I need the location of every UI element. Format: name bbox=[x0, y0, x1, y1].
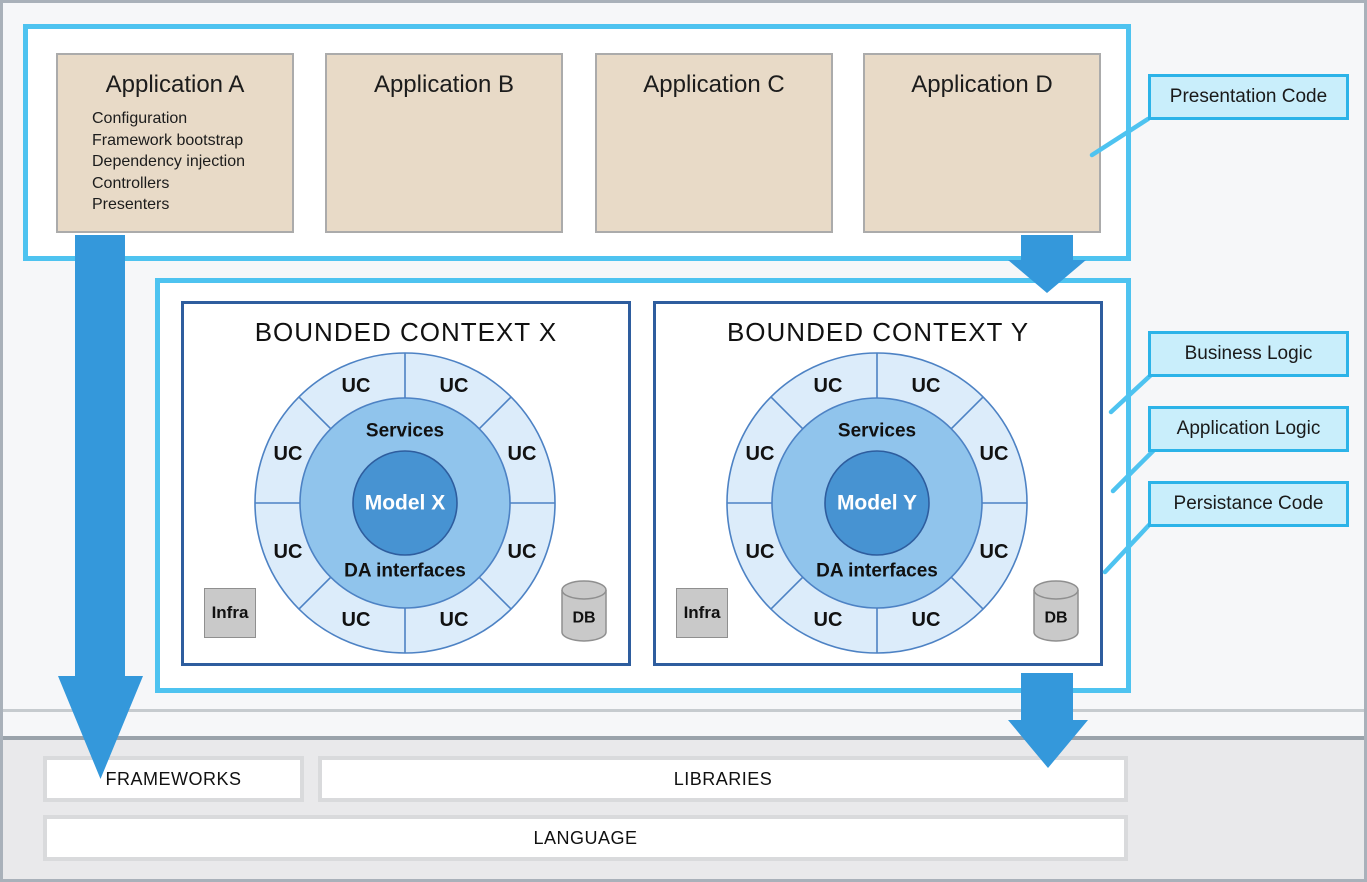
model-core bbox=[824, 450, 930, 556]
application-d-box: Application D bbox=[863, 53, 1101, 233]
uc-segment-label: UC bbox=[980, 541, 1009, 563]
db-label: DB bbox=[572, 610, 595, 627]
persistance-code-label: Persistance Code bbox=[1148, 481, 1349, 527]
bounded-context-x-box: BOUNDED CONTEXT X UC UC UC UC UC UC UC U bbox=[181, 301, 631, 666]
application-b-box: Application B bbox=[325, 53, 563, 233]
infra-box-x: Infra bbox=[204, 588, 256, 638]
uc-segment-label: UC bbox=[274, 443, 303, 465]
frameworks-box: FRAMEWORKS bbox=[43, 756, 304, 802]
use-case-dividers bbox=[255, 353, 555, 653]
application-a-box: Application A Configuration Framework bo… bbox=[56, 53, 294, 233]
bounded-context-x-title: BOUNDED CONTEXT X bbox=[254, 317, 558, 347]
libraries-box: LIBRARIES bbox=[318, 756, 1128, 802]
services-label: Services bbox=[838, 421, 916, 442]
infra-box-y: Infra bbox=[676, 588, 728, 638]
uc-segment-label: UC bbox=[342, 375, 371, 397]
uc-segment-label: UC bbox=[980, 443, 1009, 465]
uc-segment-label: UC bbox=[746, 541, 775, 563]
model-y-label: Model Y bbox=[837, 492, 917, 515]
uc-segment-label: UC bbox=[508, 443, 537, 465]
uc-segment-label: UC bbox=[814, 609, 843, 631]
app-a-item: Presenters bbox=[92, 196, 170, 213]
uc-segment-label: UC bbox=[440, 609, 469, 631]
uc-segment-label: UC bbox=[440, 375, 469, 397]
app-a-item: Dependency injection bbox=[92, 153, 245, 170]
application-c-box: Application C bbox=[595, 53, 833, 233]
uc-segment-label: UC bbox=[342, 609, 371, 631]
da-interfaces-label: DA interfaces bbox=[344, 561, 466, 582]
app-a-item: Framework bootstrap bbox=[92, 131, 244, 149]
uc-segment-label: UC bbox=[508, 541, 537, 563]
language-box: LANGUAGE bbox=[43, 815, 1128, 861]
database-cylinder-icon: DB bbox=[1033, 580, 1079, 642]
use-case-dividers bbox=[727, 353, 1027, 653]
business-logic-label: Business Logic bbox=[1148, 331, 1349, 377]
da-interfaces-label: DA interfaces bbox=[816, 561, 938, 582]
uc-segment-label: UC bbox=[814, 375, 843, 397]
database-cylinder-icon: DB bbox=[561, 580, 607, 642]
uc-segment-label: UC bbox=[912, 375, 941, 397]
application-a-title: Application A bbox=[105, 71, 245, 98]
uc-segment-label: UC bbox=[746, 443, 775, 465]
app-a-item: Controllers bbox=[92, 174, 170, 192]
presentation-code-label: Presentation Code bbox=[1148, 74, 1349, 120]
uc-segment-label: UC bbox=[274, 541, 303, 563]
model-x-label: Model X bbox=[365, 492, 446, 515]
application-b-title: Application B bbox=[373, 71, 515, 98]
arrow-presentation-to-frameworks bbox=[58, 235, 143, 779]
bounded-context-y-title: BOUNDED CONTEXT Y bbox=[726, 317, 1030, 347]
services-label: Services bbox=[366, 421, 444, 442]
model-core bbox=[352, 450, 458, 556]
onion-diagram-x: UC UC UC UC UC UC UC UC Services DA inte… bbox=[254, 352, 556, 654]
uc-segment-label: UC bbox=[912, 609, 941, 631]
application-c-title: Application C bbox=[643, 71, 785, 98]
presentation-layer-container: Application A Configuration Framework bo… bbox=[23, 24, 1131, 261]
application-logic-label: Application Logic bbox=[1148, 406, 1349, 452]
db-label: DB bbox=[1044, 610, 1067, 627]
app-a-item: Configuration bbox=[92, 110, 188, 127]
section-divider bbox=[3, 709, 1364, 712]
bounded-context-y-box: BOUNDED CONTEXT Y UC UC UC UC UC UC UC U bbox=[653, 301, 1103, 666]
application-a-contents: Configuration Framework bootstrap Depend… bbox=[58, 108, 292, 216]
application-d-title: Application D bbox=[911, 71, 1053, 98]
onion-diagram-y: UC UC UC UC UC UC UC UC Services DA inte… bbox=[726, 352, 1028, 654]
